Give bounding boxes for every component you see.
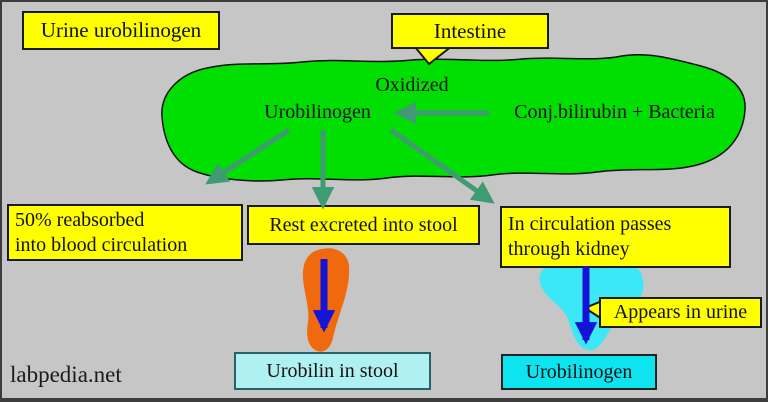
urine-urobilinogen-result-box: Urobilinogen	[501, 354, 657, 390]
rest-excreted-box: Rest excreted into stool	[247, 205, 480, 245]
title-box: Urine urobilinogen	[22, 11, 220, 50]
rest-excreted-label: Rest excreted into stool	[269, 213, 458, 236]
kidney-line2: through kidney	[508, 238, 630, 260]
watermark: labpedia.net	[10, 362, 122, 387]
urine-urobilinogen-result-label: Urobilinogen	[525, 360, 633, 383]
urobilin-in-stool-label: Urobilin in stool	[266, 359, 399, 382]
title-label: Urine urobilinogen	[40, 18, 202, 43]
kidney-box: In circulation passes through kidney	[500, 206, 731, 268]
urine-blob-shape	[539, 258, 644, 351]
reabsorbed-box: 50% reabsorbed into blood circulation	[7, 204, 243, 261]
urobilin-in-stool-box: Urobilin in stool	[234, 352, 431, 390]
kidney-line1: In circulation passes	[508, 213, 672, 235]
urobilinogen-label: Urobilinogen	[264, 101, 371, 123]
oxidized-label: Oxidized	[375, 74, 449, 96]
appears-in-urine-label: Appears in urine	[613, 301, 748, 323]
blob-layer	[161, 41, 746, 352]
reabsorbed-line1: 50% reabsorbed	[15, 208, 145, 231]
appears-in-urine-bubble: Appears in urine	[599, 297, 762, 328]
intestine-bubble-label: Intestine	[433, 18, 507, 43]
reabsorbed-line2: into blood circulation	[15, 233, 188, 256]
stool-blob-shape	[302, 248, 350, 352]
intestine-bubble: Intestine	[391, 13, 549, 49]
conj-bilirubin-label: Conj.bilirubin + Bacteria	[514, 101, 715, 123]
